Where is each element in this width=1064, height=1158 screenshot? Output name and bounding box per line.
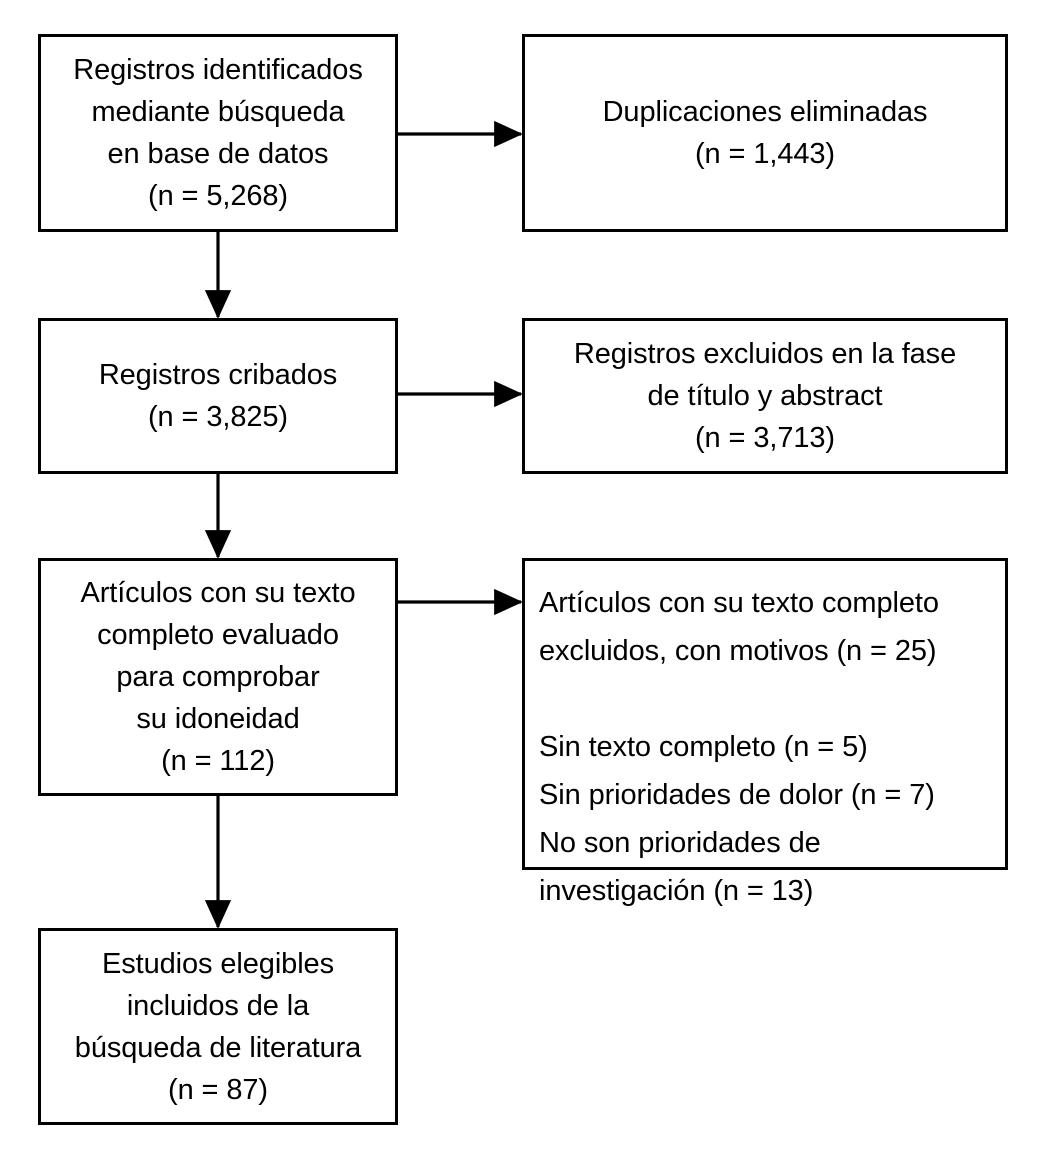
fulltext-excluded-box: Artículos con su texto completo excluido…	[522, 558, 1008, 907]
records-identified-text: Registros identificados mediante búsqued…	[73, 54, 363, 212]
fulltext-assessed-box: Artículos con su texto completo evaluado…	[38, 558, 398, 796]
records-excluded-box: Registros excluidos en la fase de título…	[522, 318, 1008, 474]
duplicates-removed-text: Duplicaciones eliminadas (n = 1,443)	[602, 96, 928, 170]
records-excluded-text: Registros excluidos en la fase de título…	[573, 338, 957, 454]
records-identified-box: Registros identificados mediante búsqued…	[38, 34, 398, 232]
studies-included-text: Estudios elegibles incluidos de la búsqu…	[74, 947, 362, 1106]
fulltext-excluded-text: Artículos con su texto completo excluido…	[539, 587, 939, 907]
records-screened-text: Registros cribados (n = 3,825)	[98, 359, 338, 433]
fulltext-assessed-text: Artículos con su texto completo evaluado…	[80, 577, 356, 777]
records-screened-box: Registros cribados (n = 3,825)	[38, 318, 398, 474]
duplicates-removed-box: Duplicaciones eliminadas (n = 1,443)	[522, 34, 1008, 232]
studies-included-box: Estudios elegibles incluidos de la búsqu…	[38, 928, 398, 1125]
